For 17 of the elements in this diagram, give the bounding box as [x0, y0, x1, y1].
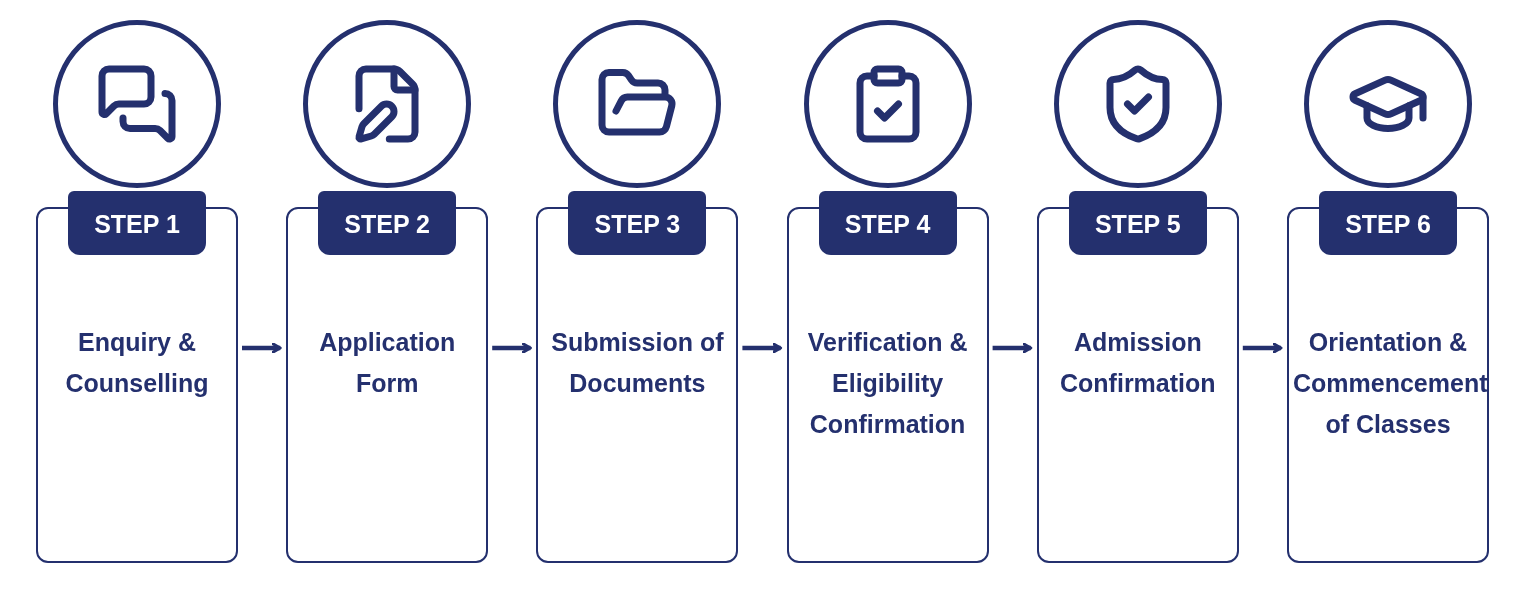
step-title: Orientation & Commencement of Classes [1292, 327, 1487, 440]
step-title: Enquiry & Counselling [64, 327, 210, 399]
step-title: Application Form [318, 327, 457, 399]
arrow [742, 342, 783, 354]
step-badge: STEP 3 [568, 191, 707, 255]
arrow [242, 342, 282, 354]
step-badge: STEP 6 [1319, 191, 1457, 255]
step-title: Verification & Eligibility Confirmation [806, 327, 969, 440]
arrow [1242, 342, 1283, 354]
arrow [992, 342, 1033, 354]
step-title: Submission of Documents [550, 327, 725, 399]
step-badge: STEP 1 [68, 191, 206, 255]
step-badge: STEP 2 [318, 191, 457, 255]
step-badge: STEP 5 [1068, 191, 1207, 255]
step-badge: STEP 4 [818, 191, 957, 255]
arrow [492, 342, 532, 354]
step-title: Admission Confirmation [1059, 327, 1217, 399]
